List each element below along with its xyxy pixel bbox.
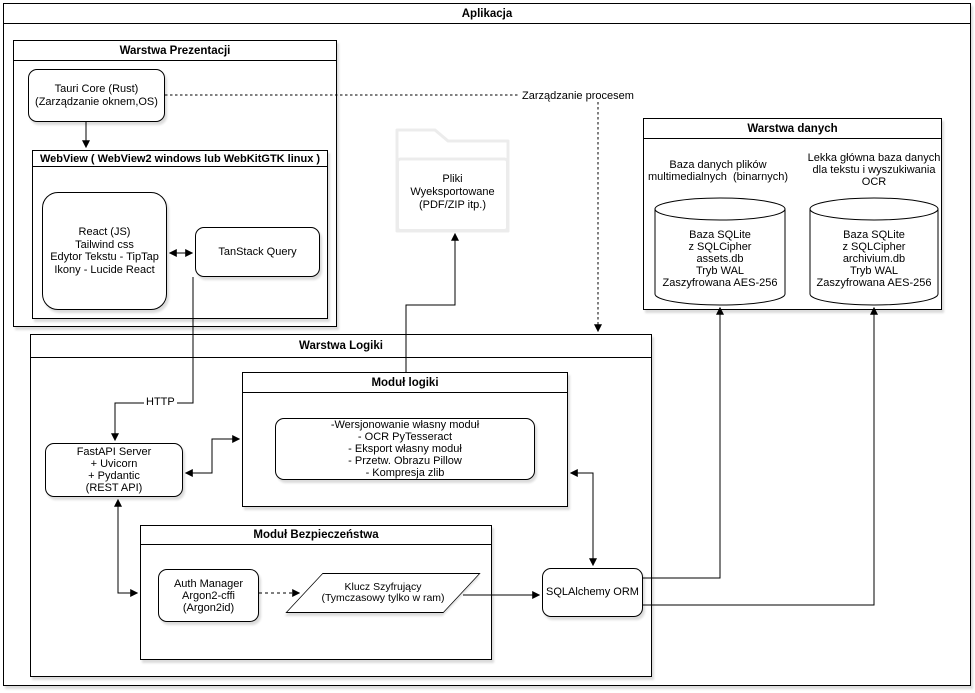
- logic-layer-title: Warstwa Logiki: [31, 335, 651, 358]
- data-layer-title: Warstwa danych: [644, 119, 941, 139]
- http-edge-label: HTTP: [144, 396, 177, 408]
- sqlalchemy-orm-node[interactable]: SQLAlchemy ORM: [542, 568, 643, 617]
- logic-module-items-node[interactable]: -Wersjonowanie własny moduł - OCR PyTess…: [275, 418, 535, 480]
- encryption-key-label: Klucz Szyfrujący (Tymczasowy tylko w ram…: [321, 580, 445, 604]
- process-management-edge-label: Zarządzanie procesem: [520, 90, 636, 102]
- db-assets-caption: Baza danych plików multimedialnych (bina…: [648, 159, 788, 183]
- db-archive-body: Baza SQLite z SQLCipher archivium.db Try…: [816, 229, 932, 289]
- security-module-title: Moduł Bezpieczeństwa: [141, 526, 491, 545]
- tanstack-query-node[interactable]: TanStack Query: [195, 227, 320, 277]
- tauri-core-node[interactable]: Tauri Core (Rust) (Zarządzanie oknem,OS): [28, 69, 165, 122]
- presentation-layer-title: Warstwa Prezentacji: [14, 41, 336, 61]
- app-title: Aplikacja: [4, 4, 970, 24]
- logic-module-title: Moduł logiki: [243, 373, 567, 393]
- encryption-key-node[interactable]: Klucz Szyfrujący (Tymczasowy tylko w ram…: [285, 573, 481, 613]
- exported-files-label: Pliki Wyeksportowane (PDF/ZIP itp.): [410, 173, 495, 211]
- db-assets-body: Baza SQLite z SQLCipher assets.db Tryb W…: [662, 229, 778, 289]
- webview-title: WebView ( WebView2 windows lub WebKitGTK…: [33, 151, 327, 167]
- react-stack-node[interactable]: React (JS) Tailwind css Edytor Tekstu - …: [42, 192, 167, 310]
- db-archive-caption: Lekka główna baza danych dla tekstu i wy…: [807, 152, 941, 188]
- fastapi-node[interactable]: FastAPI Server + Uvicorn + Pydantic (RES…: [45, 443, 183, 497]
- auth-manager-node[interactable]: Auth Manager Argon2-cffi (Argon2id): [158, 569, 259, 622]
